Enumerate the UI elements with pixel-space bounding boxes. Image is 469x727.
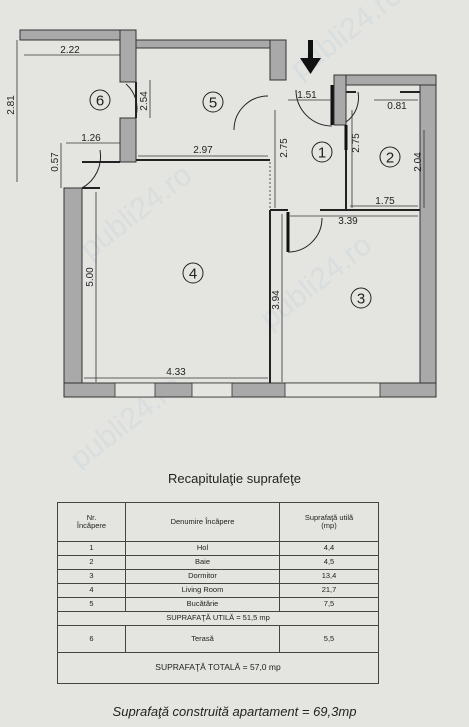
svg-text:publi24.ro: publi24.ro (254, 228, 378, 335)
header-nr: Nr. Încăpere (57, 502, 126, 542)
dim-label: 1.26 (81, 133, 101, 144)
dim-label: 0.57 (50, 152, 61, 172)
dim-label: 3.94 (271, 290, 282, 310)
watermark: publi24.ro publi24.ro publi24.ro publi24… (64, 0, 408, 470)
built-area-note: Suprafaţă construită apartament = 69,3mp (112, 704, 357, 719)
wall-kitchen-hall (269, 39, 287, 81)
cell-area: 13,4 (279, 569, 379, 584)
cell-nr: 3 (57, 569, 126, 584)
totala-total: SUPRAFAŢĂ TOTALĂ = 57,0 mp (57, 652, 379, 684)
room-number-3: 3 (357, 291, 365, 308)
header-area: Suprafaţă utilă (mp) (279, 502, 379, 542)
table-row: 3 Dormitor 13,4 (57, 569, 379, 584)
cell-nr: 6 (57, 625, 126, 653)
wall-top-terrace (19, 29, 121, 41)
floor-plan: publi24.ro publi24.ro publi24.ro publi24… (6, 0, 437, 470)
utila-row: SUPRAFAŢĂ UTILĂ = 51,5 mp (57, 611, 379, 626)
dim-label: 2.54 (139, 91, 150, 111)
dim-label: 2.97 (193, 145, 213, 156)
header-name: Denumire Încăpere (125, 502, 280, 542)
cell-name: Dormitor (125, 569, 280, 584)
dim-label: 2.04 (413, 152, 424, 172)
dim-label: 2.22 (60, 45, 80, 56)
wall-right (419, 84, 437, 386)
cell-area: 21,7 (279, 583, 379, 598)
room-number-4: 4 (189, 266, 197, 283)
room-number-1: 1 (318, 145, 326, 162)
room-circles (89, 89, 401, 309)
table-row: 1 Hol 4,4 (57, 541, 379, 556)
dim-label: 2.75 (279, 138, 290, 158)
utila-total: SUPRAFAŢĂ UTILĂ = 51,5 mp (57, 611, 379, 626)
door-arcs (81, 83, 359, 253)
table-row: 2 Baie 4,5 (57, 555, 379, 570)
cell-name: Terasă (125, 625, 280, 653)
cell-name: Bucătărie (125, 597, 280, 612)
totala-row: SUPRAFAŢĂ TOTALĂ = 57,0 mp (57, 652, 379, 684)
room-number-2: 2 (386, 150, 394, 167)
room-number-6: 6 (96, 93, 104, 110)
room-number-5: 5 (209, 95, 217, 112)
cell-nr: 2 (57, 555, 126, 570)
entrance-arrow-icon (300, 40, 321, 74)
dim-label: 2.81 (6, 95, 17, 115)
cell-area: 4,5 (279, 555, 379, 570)
wall-hall-bath (333, 74, 347, 126)
table-row: 4 Living Room 21,7 (57, 583, 379, 598)
dim-label: 3.39 (338, 216, 358, 227)
window (284, 382, 381, 398)
window (191, 382, 233, 398)
cell-nr: 5 (57, 597, 126, 612)
table-row: 6 Terasă 5,5 (57, 625, 379, 653)
area-summary-table: Nr. Încăpere Denumire Încăpere Suprafaţă… (57, 502, 379, 684)
cell-nr: 4 (57, 583, 126, 598)
windows (114, 382, 381, 398)
cell-name: Baie (125, 555, 280, 570)
svg-text:publi24.ro: publi24.ro (74, 158, 198, 265)
cell-area: 7,5 (279, 597, 379, 612)
dim-label: 5.00 (85, 267, 96, 287)
svg-text:publi24.ro: publi24.ro (284, 0, 408, 86)
table-row: 5 Bucătărie 7,5 (57, 597, 379, 612)
dimension-lines (16, 40, 425, 382)
cell-name: Hol (125, 541, 280, 556)
dim-label: 2.75 (351, 133, 362, 153)
dim-label: 1.75 (375, 196, 395, 207)
cell-area: 5,5 (279, 625, 379, 653)
cell-name: Living Room (125, 583, 280, 598)
dim-label: 1.51 (297, 90, 317, 101)
wall-terrace-kitchen (119, 29, 137, 83)
wall-terrace-kitchen-lower (119, 117, 137, 163)
dim-label: 0.81 (387, 101, 407, 112)
summary-title: Recapitulaţie suprafeţe (168, 471, 301, 486)
wall-left (63, 187, 83, 397)
dim-label: 4.33 (166, 367, 186, 378)
wall-top-kitchen (135, 39, 271, 49)
cell-nr: 1 (57, 541, 126, 556)
wall-top-bath (333, 74, 437, 86)
window (114, 382, 156, 398)
door-jambs (286, 85, 348, 252)
walls (19, 29, 437, 398)
cell-area: 4,4 (279, 541, 379, 556)
